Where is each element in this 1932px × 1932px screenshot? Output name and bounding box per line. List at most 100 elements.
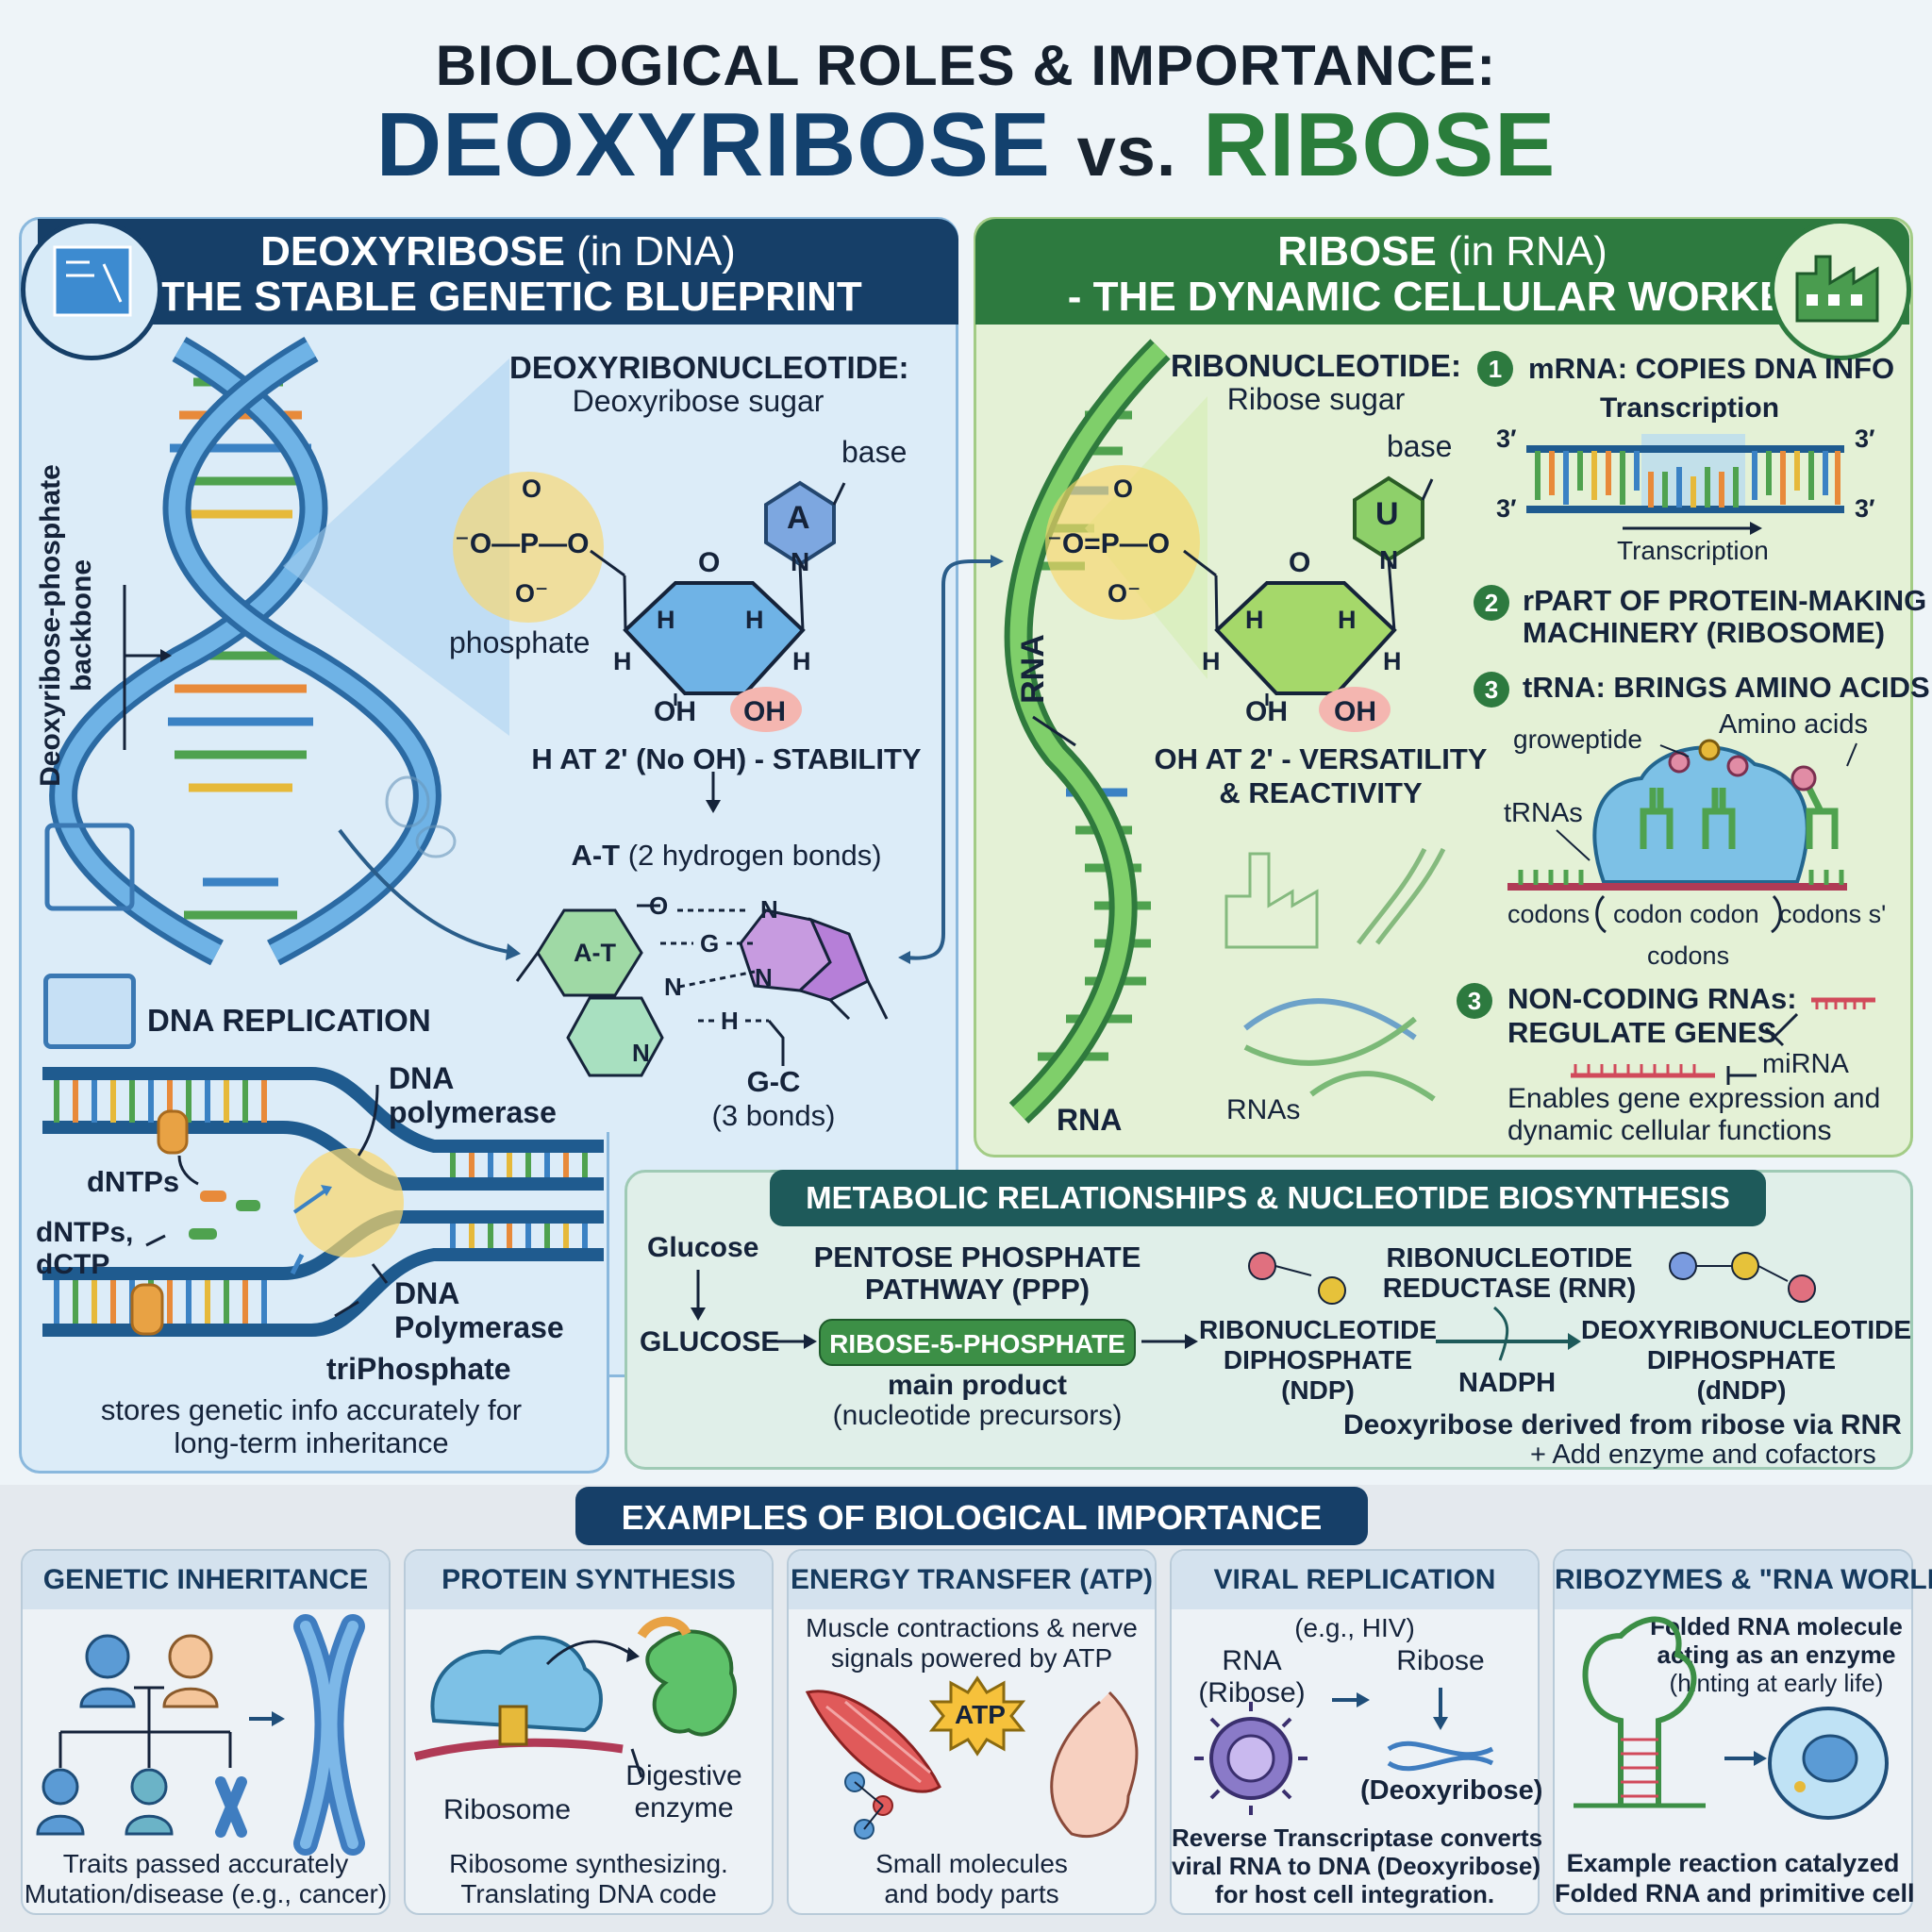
ribo-phosphate-group: ⁻O=P—O (1047, 528, 1171, 559)
ppp-line1: PENTOSE PHOSPHATE (813, 1241, 1141, 1274)
role2-line2: MACHINERY (RIBOSOME) (1523, 616, 1886, 649)
trnas-label: tRNAs (1504, 798, 1583, 828)
role2-badge: 2 (1474, 585, 1509, 621)
ribo-versatility-2: & REACTIVITY (1219, 776, 1423, 809)
codon-codon-label: codon codon (1613, 900, 1759, 928)
deoxy-nucleotide-title: DEOXYRIBONUCLEOTIDE: (509, 350, 909, 385)
examples-title: EXAMPLES OF BIOLOGICAL IMPORTANCE (621, 1498, 1323, 1537)
deoxy-ring-n: N (791, 547, 810, 576)
glucose-top: Glucose (647, 1232, 759, 1263)
deoxy-phosphate-label: phosphate (449, 625, 591, 659)
mirna-label: miRNA (1762, 1049, 1849, 1079)
main-product: main product (887, 1370, 1067, 1401)
examples-title-bar (575, 1487, 1368, 1545)
rnas-label: RNAs (1226, 1094, 1301, 1125)
example-protein-synthesis: PROTEIN SYNTHESIS Ribosome Digestive enz… (404, 1549, 774, 1915)
ribose-header-paren: (in RNA) (1448, 228, 1607, 275)
ribo-oh-right: OH (1334, 696, 1376, 727)
amino-acids-label: Amino acids (1719, 709, 1868, 740)
example2-enzyme-2: enzyme (634, 1792, 734, 1824)
example-ribozymes: RIBOZYMES & "RNA WORLD" Folded RNA molec… (1553, 1549, 1932, 1915)
role1-badge: 1 (1477, 351, 1513, 387)
ndp-line2: DIPHOSPHATE (1223, 1345, 1413, 1374)
title-deoxyribose: DEOXYRIBOSE (375, 94, 1051, 195)
deoxy-ring-o: O (698, 547, 721, 578)
at-bonds-bold: A-T (571, 839, 621, 872)
pair-n4: N (632, 1039, 650, 1067)
nadph-label: NADPH (1458, 1368, 1557, 1398)
example5-top-2: acting as an enzyme (1657, 1641, 1896, 1669)
replication-icon (43, 974, 136, 1049)
deoxy-nucleotide-sub: Deoxyribose sugar (572, 384, 824, 418)
ribo-h3: H (1202, 647, 1221, 675)
dna-polymerase-bottom: DNA Polymerase (394, 1276, 564, 1344)
role2-line1: rPART OF PROTEIN-MAKING (1523, 584, 1927, 617)
triphosphate-label: triPhosphate (326, 1352, 511, 1386)
ribo-h2: H (1338, 606, 1357, 634)
ndp-line3: (NDP) (1281, 1375, 1355, 1405)
example3-title: ENERGY TRANSFER (ATP) (791, 1564, 1153, 1595)
pair-g: G (700, 929, 720, 958)
deoxy-base-label: base (841, 435, 908, 469)
role3-text: tRNA: BRINGS AMINO ACIDS (1523, 671, 1930, 704)
deoxy-h4: H (792, 647, 811, 675)
family-tree-icon (36, 1614, 365, 1856)
cofactors-label: + Add enzyme and cofactors (1530, 1440, 1876, 1470)
example3-caption-2: and body parts (884, 1879, 1059, 1908)
metabolic-title: METABOLIC RELATIONSHIPS & NUCLEOTIDE BIO… (806, 1180, 1730, 1215)
ribo-ring-o: O (1289, 547, 1311, 578)
rnr-line1: RIBONUCLEOTIDE (1386, 1243, 1633, 1274)
deoxy-stability: H AT 2' (No OH) - STABILITY (531, 742, 922, 775)
dna-caption: stores genetic info accurately for long-… (100, 1393, 523, 1459)
role4-badge: 3 (1457, 983, 1492, 1019)
role4-caption-1: Enables gene expression and (1507, 1083, 1881, 1114)
example2-title: PROTEIN SYNTHESIS (441, 1564, 736, 1595)
deoxy-phosphate-o-bottom: O⁻ (515, 579, 549, 608)
ribo-h4: H (1383, 647, 1402, 675)
deoxyribose-header: DEOXYRIBOSE (in DNA) - THE STABLE GENETI… (38, 219, 958, 325)
example2-enzyme-1: Digestive (625, 1760, 742, 1791)
example1-title: GENETIC INHERITANCE (42, 1564, 369, 1595)
deoxy-oh-left: OH (654, 696, 696, 727)
ribo-base-letter: U (1375, 496, 1399, 532)
example2-caption-2: Translating DNA code (460, 1879, 717, 1908)
dndp-line1: DEOXYRIBONUCLEOTIDE (1581, 1315, 1912, 1344)
virus-icon (1194, 1688, 1494, 1815)
ribo-oh-left: OH (1245, 696, 1288, 727)
role4-line1: NON-CODING RNAs: (1507, 982, 1797, 1015)
example4-ribose: Ribose (1396, 1645, 1485, 1676)
ribo-versatility-1: OH AT 2' - VERSATILITY (1154, 742, 1488, 775)
title-line1: BIOLOGICAL ROLES & IMPORTANCE: (435, 34, 1497, 97)
deoxy-base-letter: A (787, 500, 810, 536)
at-bonds-rest: (2 hydrogen bonds) (627, 839, 882, 872)
precursors: (nucleotide precursors) (832, 1400, 1123, 1431)
deoxy-header-paren: (in DNA) (576, 228, 736, 275)
rnr-line2: REDUCTASE (RNR) (1382, 1274, 1637, 1304)
decorative-cells (385, 775, 457, 858)
deoxy-header-sub: - THE STABLE GENETIC BLUEPRINT (134, 274, 862, 320)
title-main: DEOXYRIBOSE vs. RIBOSE (0, 94, 1932, 196)
example1-caption-1: Traits passed accurately (62, 1849, 349, 1878)
at-bonds-label: A-T (2 hydrogen bonds) (528, 839, 924, 873)
at-box-label: A-T (574, 939, 616, 967)
pair-h: H (721, 1007, 739, 1035)
ribozyme-icon (1574, 1616, 1889, 1820)
codons-bottom-label: codons (1647, 941, 1730, 970)
codons-right-label: codons s' (1779, 900, 1887, 928)
codons-left-label: codons (1507, 900, 1591, 928)
example4-title: VIRAL REPLICATION (1213, 1564, 1496, 1595)
ribose-header-main: RIBOSE (1277, 228, 1437, 275)
deoxy-h2: H (745, 606, 764, 634)
example3-top-1: Muscle contractions & nerve (806, 1613, 1138, 1642)
glucose-main: GLUCOSE (640, 1326, 780, 1357)
deoxy-phosphate-group: ⁻O—P—O (455, 528, 590, 559)
r5p-label: RIBOSE-5-PHOSPHATE (829, 1329, 1125, 1358)
